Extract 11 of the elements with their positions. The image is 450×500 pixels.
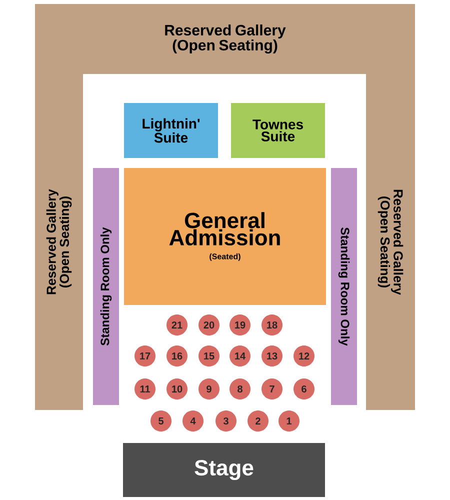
suite-box: Townes Suite	[231, 103, 325, 158]
node-label: Reserved Gallery (Open Seating)	[46, 189, 72, 294]
gallery-section: Reserved Gallery (Open Seating)	[35, 4, 415, 74]
standing-room-area: Standing Room Only	[93, 168, 119, 405]
standing-room-area: Standing Room Only	[331, 168, 357, 405]
general-admission-area: General Admission (Seated)	[124, 168, 326, 305]
suite-box: Lightnin' Suite	[124, 103, 218, 158]
gallery-section: Reserved Gallery (Open Seating)	[35, 74, 83, 410]
gallery-section: Reserved Gallery (Open Seating)	[366, 74, 415, 410]
stage-block: Stage	[123, 443, 325, 497]
node-label: Reserved Gallery (Open Seating)	[378, 190, 404, 295]
